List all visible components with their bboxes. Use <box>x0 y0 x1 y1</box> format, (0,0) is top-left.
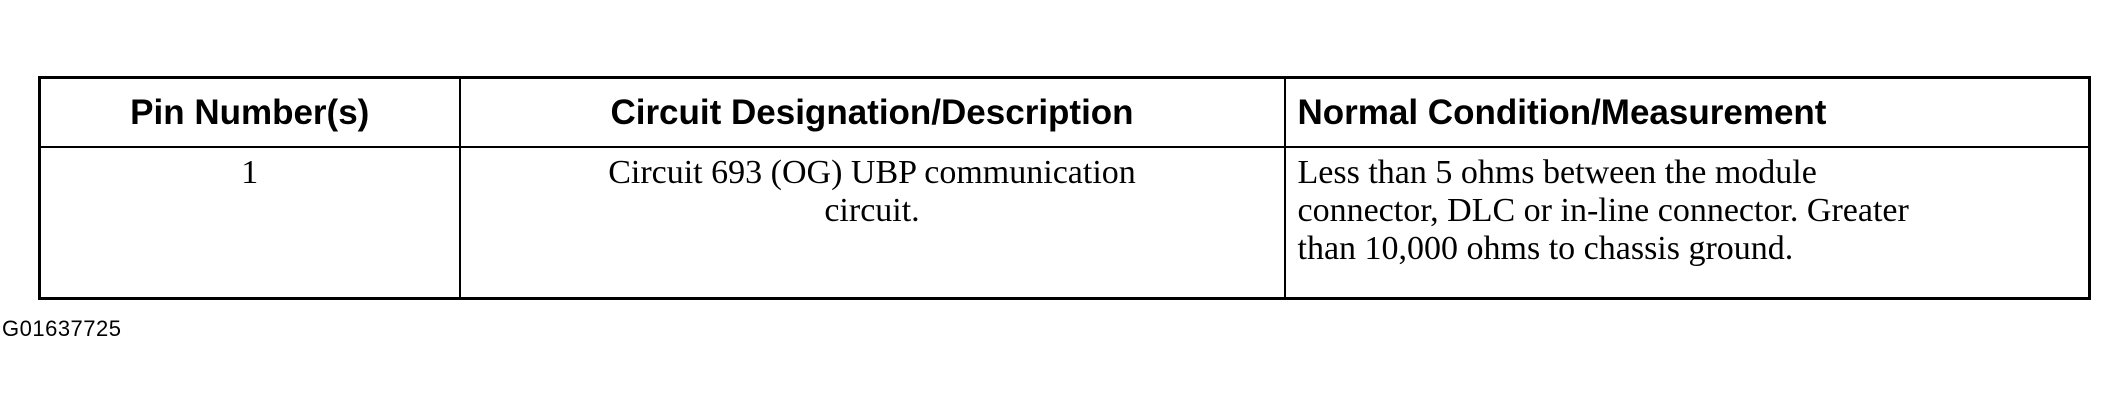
circuit-spec-table: Pin Number(s) Circuit Designation/Descri… <box>38 76 2091 300</box>
header-normal-condition: Normal Condition/Measurement <box>1283 76 2091 148</box>
circuit-description-line: circuit. <box>824 192 920 229</box>
cell-normal-measurement: Less than 5 ohms between the module conn… <box>1283 146 2091 300</box>
table-row: 1 Circuit 693 (OG) UBP communication cir… <box>38 146 2091 300</box>
table-header-row: Pin Number(s) Circuit Designation/Descri… <box>38 76 2091 148</box>
header-pin-numbers: Pin Number(s) <box>38 76 461 148</box>
normal-measurement-line: than 10,000 ohms to chassis ground. <box>1297 230 1794 267</box>
figure-id-label: G01637725 <box>2 316 122 341</box>
cell-circuit-description: Circuit 693 (OG) UBP communication circu… <box>458 146 1286 300</box>
cell-pin-number: 1 <box>38 146 461 300</box>
circuit-description-line: Circuit 693 (OG) UBP communication <box>608 154 1136 191</box>
normal-measurement-line: connector, DLC or in-line connector. Gre… <box>1297 192 1909 229</box>
normal-measurement-line: Less than 5 ohms between the module <box>1297 154 1817 191</box>
header-circuit-designation: Circuit Designation/Description <box>458 76 1286 148</box>
